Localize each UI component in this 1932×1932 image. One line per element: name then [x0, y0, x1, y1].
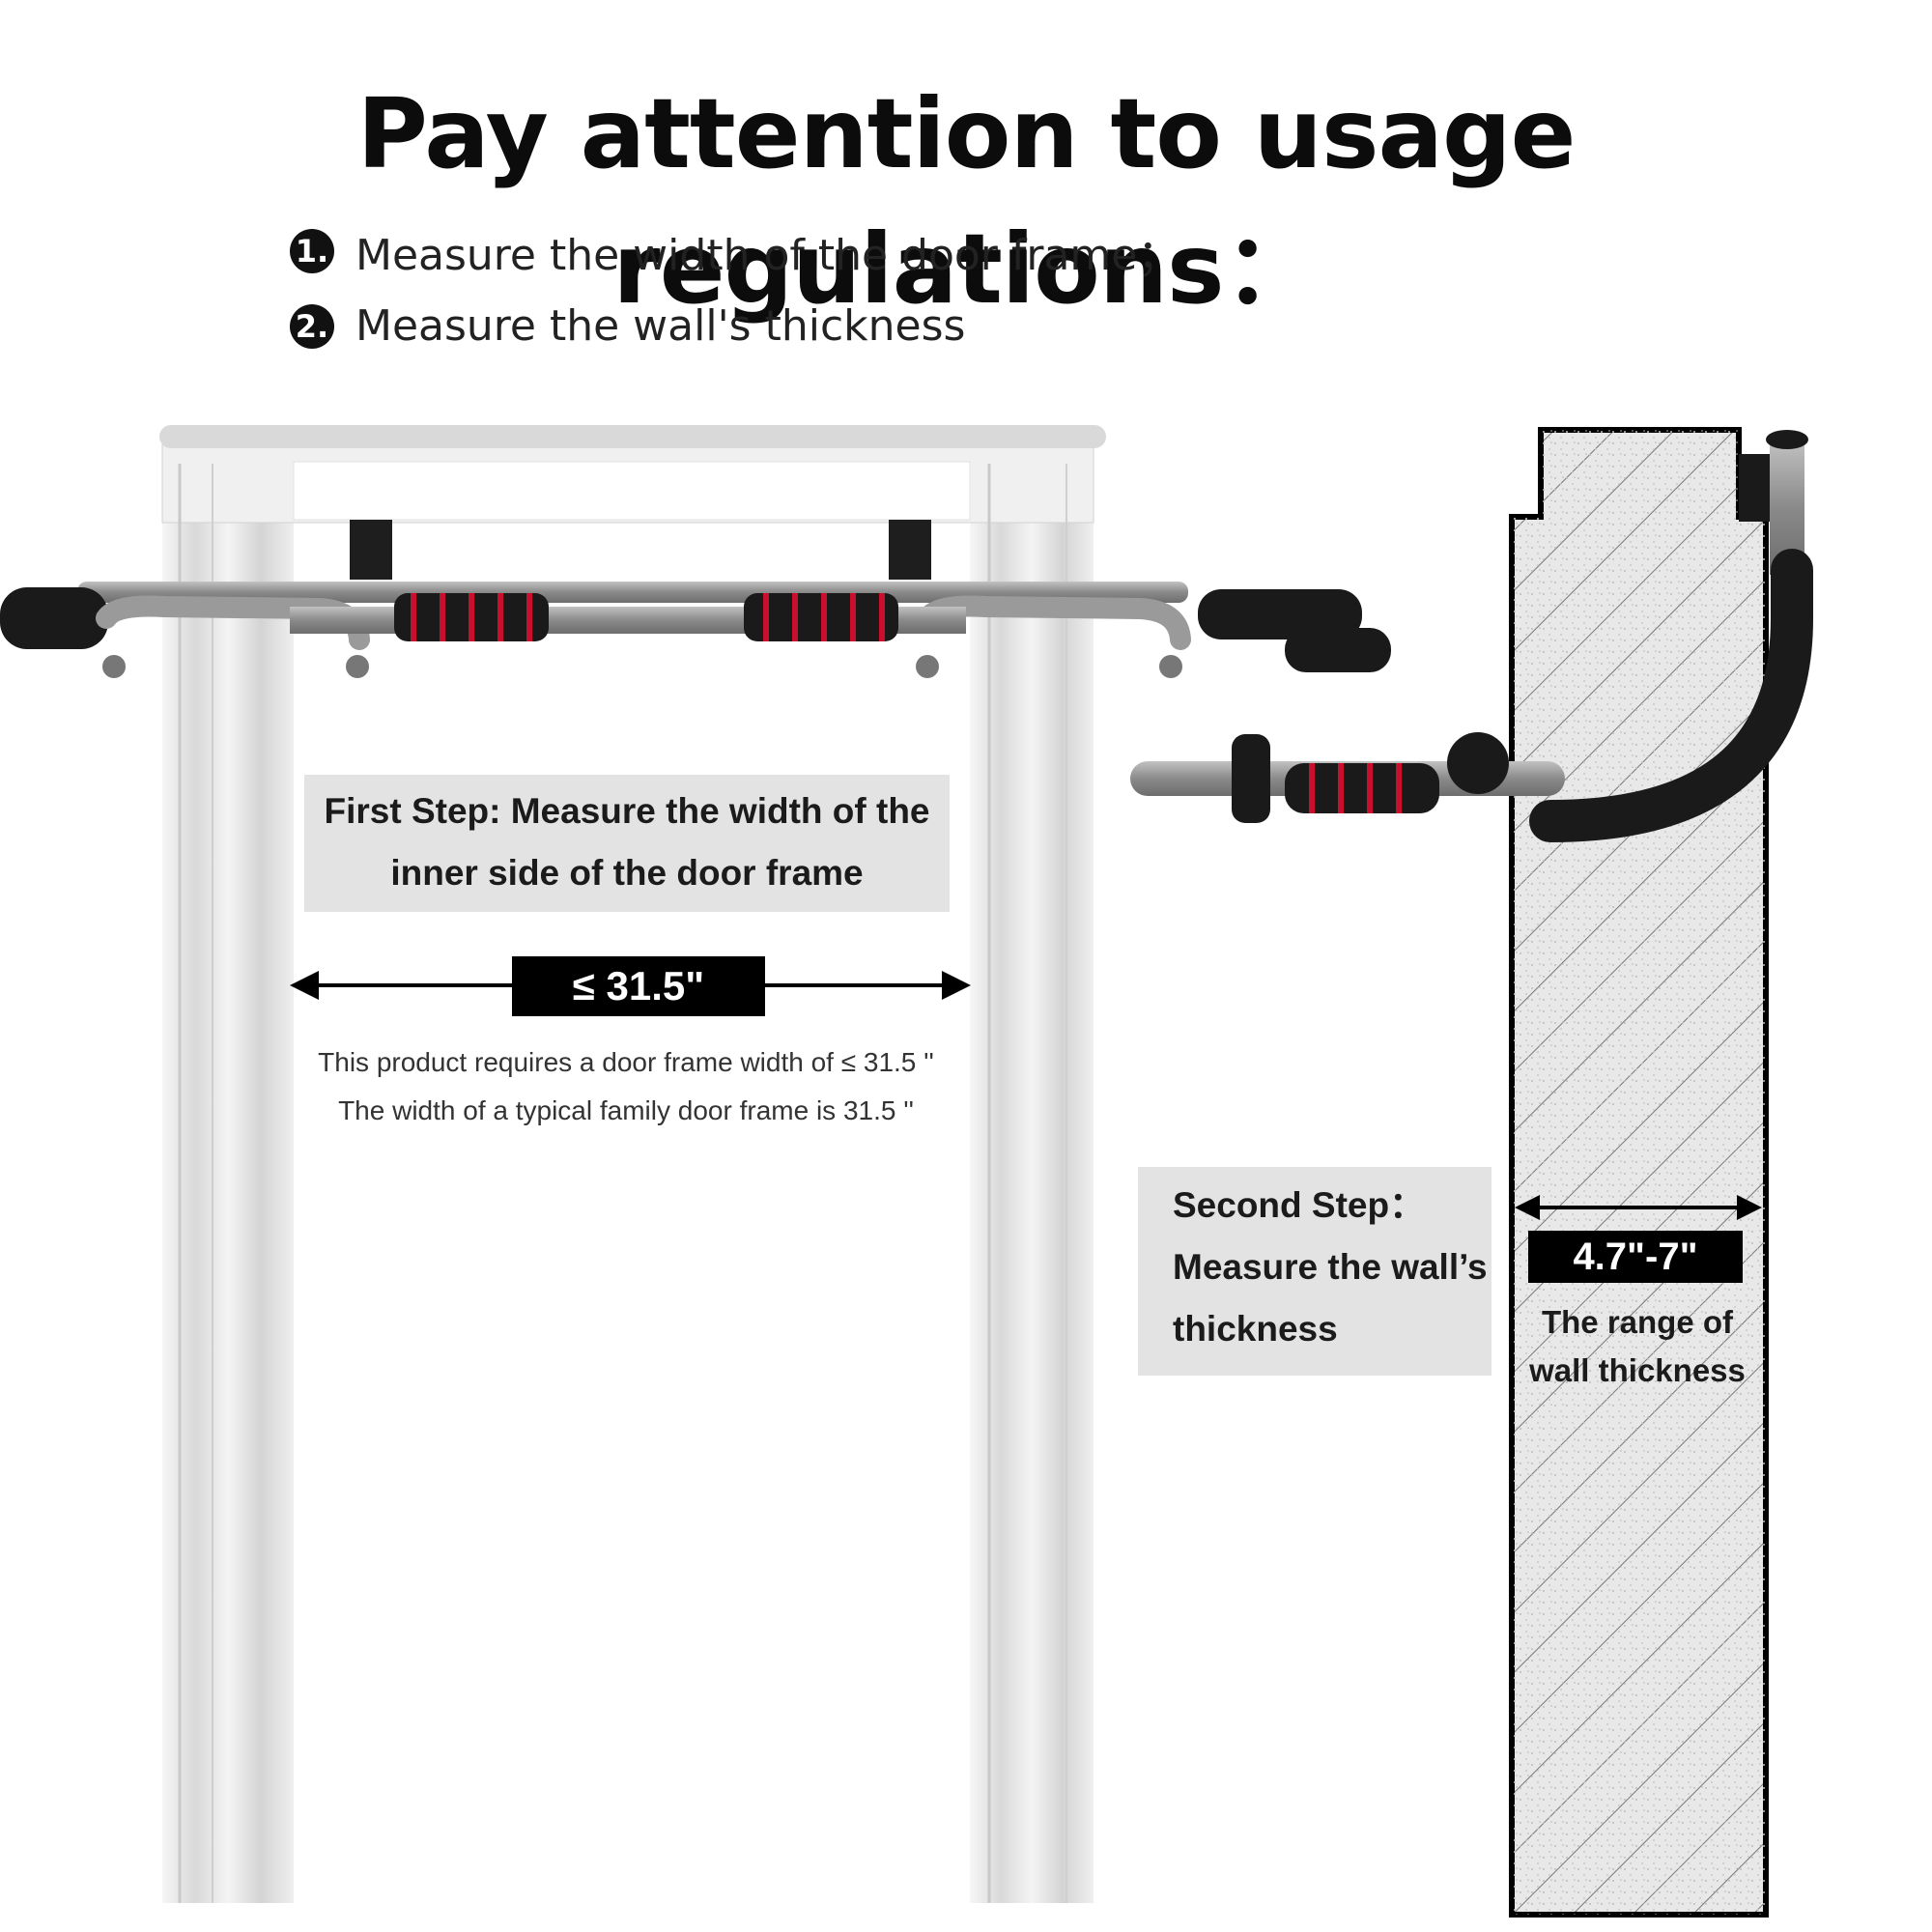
door-width-note-2: The width of a typical family door frame…: [338, 1095, 914, 1125]
arrow-right-icon: [1737, 1195, 1762, 1220]
second-step-line-2: Measure the wall’s: [1173, 1247, 1488, 1287]
wall-thickness-label: 4.7"-7": [1528, 1231, 1743, 1283]
first-step-line-1: First Step: Measure the width of the: [324, 791, 930, 831]
wall-thickness-caption: The range of wall thickness: [1517, 1298, 1758, 1395]
wall-thickness-caption-line-2: wall thickness: [1529, 1352, 1746, 1388]
bullet-2-icon: 2.: [290, 303, 334, 349]
arrow-left-icon: [1515, 1195, 1540, 1220]
pullup-bar-illustration: [0, 520, 1391, 678]
step-2: 2. Measure the wall's thickness: [290, 301, 965, 351]
arrow-right-icon: [942, 971, 971, 1000]
wall-thickness-caption-line-1: The range of: [1541, 1304, 1734, 1340]
second-step-line-1: Second Step：: [1173, 1185, 1426, 1225]
thickness-arrow: [1515, 1195, 1762, 1220]
step-1: 1. Measure the width of the door frame；: [290, 220, 1179, 282]
first-step-line-2: inner side of the door frame: [390, 853, 864, 893]
first-step-callout: First Step: Measure the width of the inn…: [304, 775, 950, 912]
arrow-left-icon: [290, 971, 319, 1000]
second-step-callout: Second Step： Measure the wall’s thicknes…: [1138, 1167, 1492, 1376]
door-width-note-1: This product requires a door frame width…: [318, 1047, 934, 1077]
door-frame: [159, 425, 1106, 1903]
step-2-text: Measure the wall's thickness: [355, 301, 966, 351]
step-1-text: Measure the width of the door frame；: [355, 231, 1180, 280]
second-step-line-3: thickness: [1173, 1309, 1338, 1349]
wall-section-illustration: [1509, 427, 1769, 1918]
door-width-label: ≤ 31.5": [512, 956, 765, 1016]
page-title: Pay attention to usage regulations：: [356, 77, 1577, 326]
bullet-1-icon: 1.: [290, 229, 334, 273]
pullup-bar-side-illustration: [1130, 430, 1813, 842]
